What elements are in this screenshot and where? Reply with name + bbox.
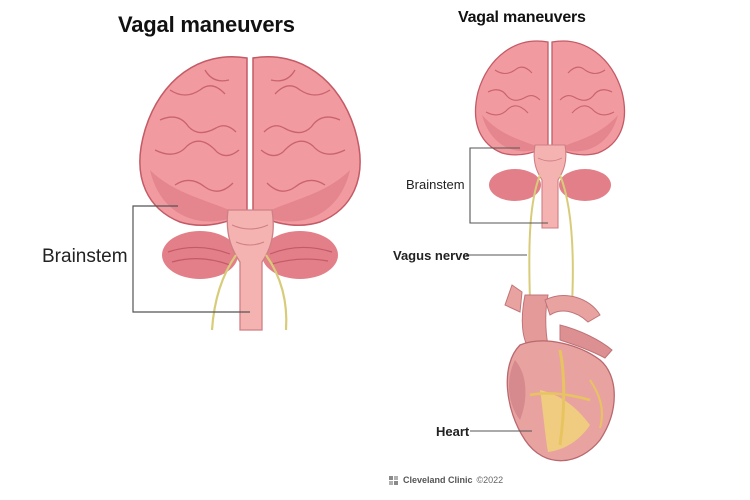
brainstem-label-right: Brainstem <box>406 177 465 192</box>
brainstem-left-bracket <box>132 205 250 313</box>
page-title-left: Vagal maneuvers <box>118 12 295 37</box>
brainstem-label-left: Brainstem <box>42 246 128 267</box>
brand-name: Cleveland Clinic <box>403 475 473 485</box>
cleveland-clinic-logo-icon <box>389 476 398 485</box>
footer-credit: Cleveland Clinic ©2022 <box>389 475 503 485</box>
page-title-right: Vagal maneuvers <box>458 9 586 26</box>
vagus-nerve-label: Vagus nerve <box>393 248 470 263</box>
brain-left-illustration <box>139 56 361 331</box>
heart-illustration <box>504 284 615 462</box>
copyright-text: ©2022 <box>476 475 504 485</box>
brain-right-illustration <box>474 40 626 306</box>
heart-label: Heart <box>436 424 470 439</box>
brainstem-right-bracket <box>469 147 548 224</box>
